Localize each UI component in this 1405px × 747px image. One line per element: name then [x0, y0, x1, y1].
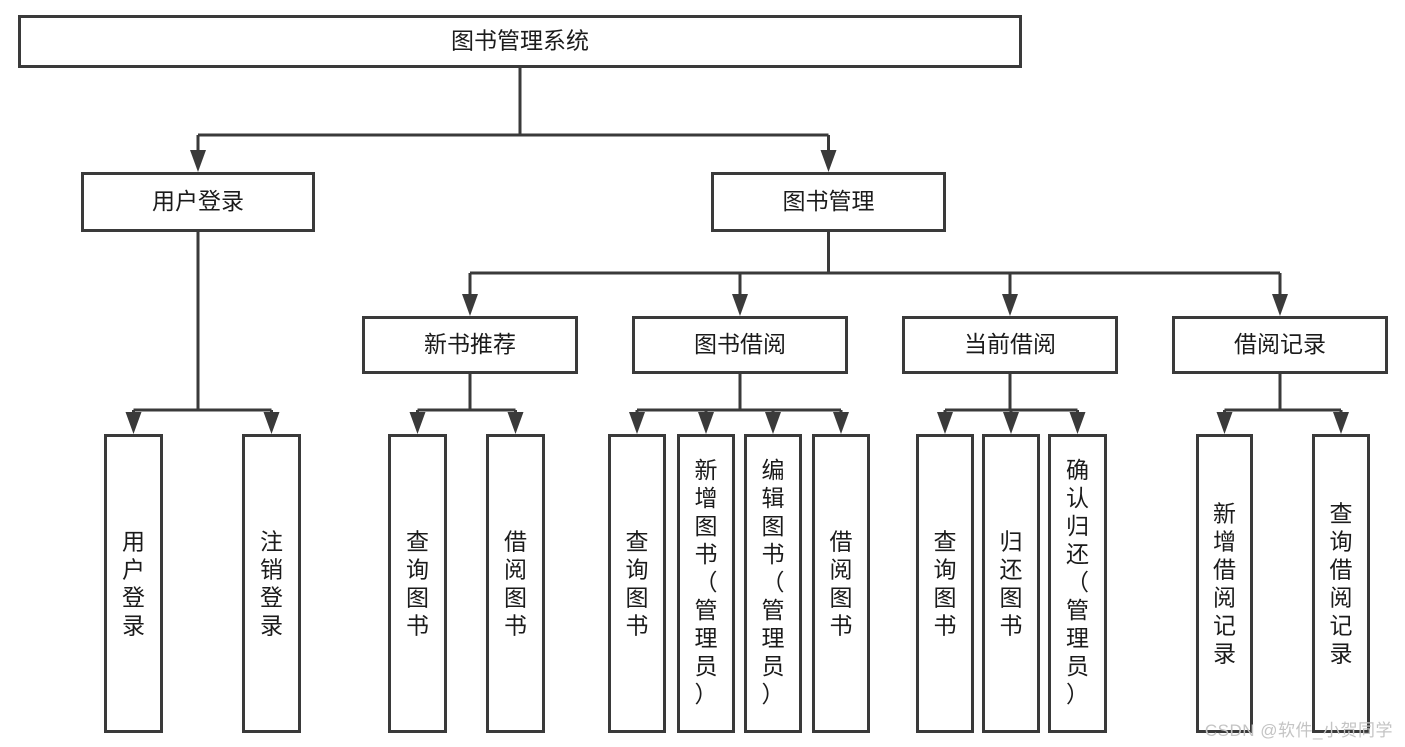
- node-leaf-add-borrow-record[interactable]: 新增借阅记录: [1196, 434, 1253, 733]
- node-label-book-borrow: 图书借阅: [694, 331, 786, 357]
- nodes-layer: 图书管理系统用户登录图书管理新书推荐图书借阅当前借阅借阅记录用户登录注销登录查询…: [18, 15, 1388, 733]
- edge-group-user-login: [125, 232, 280, 434]
- node-leaf-logout-login[interactable]: 注销登录: [242, 434, 301, 733]
- node-label-root: 图书管理系统: [451, 28, 589, 54]
- node-leaf-query-borrow-record[interactable]: 查询借阅记录: [1312, 434, 1370, 733]
- node-label-leaf-confirm-return-admin: 确认归还（管理员）: [1066, 457, 1089, 707]
- edges-layer: [125, 68, 1349, 434]
- node-label-leaf-query-book-3: 查询图书: [934, 528, 957, 638]
- node-box-leaf-user-login[interactable]: [104, 434, 163, 733]
- node-box-current-borrow[interactable]: [902, 316, 1118, 374]
- node-box-leaf-edit-book-admin[interactable]: [744, 434, 802, 733]
- node-box-leaf-logout-login[interactable]: [242, 434, 301, 733]
- node-leaf-user-login[interactable]: 用户登录: [104, 434, 163, 733]
- node-leaf-borrow-book-2[interactable]: 借阅图书: [812, 434, 870, 733]
- node-label-leaf-return-book: 归还图书: [1000, 528, 1023, 638]
- node-label-book-manage: 图书管理: [783, 188, 875, 214]
- node-leaf-confirm-return-admin[interactable]: 确认归还（管理员）: [1048, 434, 1107, 733]
- node-label-leaf-user-login: 用户登录: [122, 528, 145, 638]
- node-label-user-login: 用户登录: [152, 188, 244, 214]
- edge-group-book-manage: [462, 232, 1288, 316]
- node-box-leaf-query-book-2[interactable]: [608, 434, 666, 733]
- node-label-leaf-borrow-book-2: 借阅图书: [830, 528, 853, 638]
- node-label-leaf-logout-login: 注销登录: [260, 528, 283, 638]
- node-label-borrow-record: 借阅记录: [1234, 331, 1326, 357]
- node-leaf-query-book-3[interactable]: 查询图书: [916, 434, 974, 733]
- node-leaf-add-book-admin[interactable]: 新增图书（管理员）: [677, 434, 735, 733]
- node-book-manage[interactable]: 图书管理: [711, 172, 946, 232]
- node-leaf-query-book-2[interactable]: 查询图书: [608, 434, 666, 733]
- node-leaf-return-book[interactable]: 归还图书: [982, 434, 1040, 733]
- node-label-current-borrow: 当前借阅: [964, 331, 1056, 357]
- node-borrow-record[interactable]: 借阅记录: [1172, 316, 1388, 374]
- node-box-borrow-record[interactable]: [1172, 316, 1388, 374]
- node-leaf-query-book-1[interactable]: 查询图书: [388, 434, 447, 733]
- node-box-leaf-add-borrow-record[interactable]: [1196, 434, 1253, 733]
- node-box-leaf-return-book[interactable]: [982, 434, 1040, 733]
- node-box-leaf-query-book-1[interactable]: [388, 434, 447, 733]
- node-label-leaf-edit-book-admin: 编辑图书（管理员）: [762, 457, 785, 707]
- node-leaf-borrow-book-1[interactable]: 借阅图书: [486, 434, 545, 733]
- node-box-leaf-confirm-return-admin[interactable]: [1048, 434, 1107, 733]
- edge-group-borrow-record: [1216, 374, 1349, 434]
- edge-group-new-book-recommend: [409, 374, 524, 434]
- edge-group-root: [190, 68, 837, 172]
- node-box-leaf-query-borrow-record[interactable]: [1312, 434, 1370, 733]
- node-box-new-book-recommend[interactable]: [362, 316, 578, 374]
- node-label-new-book-recommend: 新书推荐: [424, 331, 516, 357]
- node-book-borrow[interactable]: 图书借阅: [632, 316, 848, 374]
- node-box-root[interactable]: [18, 15, 1022, 68]
- node-label-leaf-query-book-2: 查询图书: [626, 528, 649, 638]
- node-label-leaf-add-book-admin: 新增图书（管理员）: [695, 457, 718, 707]
- node-box-book-manage[interactable]: [711, 172, 946, 232]
- edge-group-current-borrow: [937, 374, 1086, 434]
- node-box-user-login[interactable]: [81, 172, 315, 232]
- node-label-leaf-add-borrow-record: 新增借阅记录: [1213, 500, 1236, 666]
- node-box-leaf-borrow-book-2[interactable]: [812, 434, 870, 733]
- node-new-book-recommend[interactable]: 新书推荐: [362, 316, 578, 374]
- node-label-leaf-borrow-book-1: 借阅图书: [504, 528, 527, 638]
- edge-group-book-borrow: [629, 374, 849, 434]
- node-label-leaf-query-borrow-record: 查询借阅记录: [1330, 500, 1353, 666]
- node-box-leaf-borrow-book-1[interactable]: [486, 434, 545, 733]
- node-label-leaf-query-book-1: 查询图书: [406, 528, 429, 638]
- node-user-login[interactable]: 用户登录: [81, 172, 315, 232]
- node-box-leaf-query-book-3[interactable]: [916, 434, 974, 733]
- node-current-borrow[interactable]: 当前借阅: [902, 316, 1118, 374]
- node-root[interactable]: 图书管理系统: [18, 15, 1022, 68]
- node-box-book-borrow[interactable]: [632, 316, 848, 374]
- node-box-leaf-add-book-admin[interactable]: [677, 434, 735, 733]
- node-leaf-edit-book-admin[interactable]: 编辑图书（管理员）: [744, 434, 802, 733]
